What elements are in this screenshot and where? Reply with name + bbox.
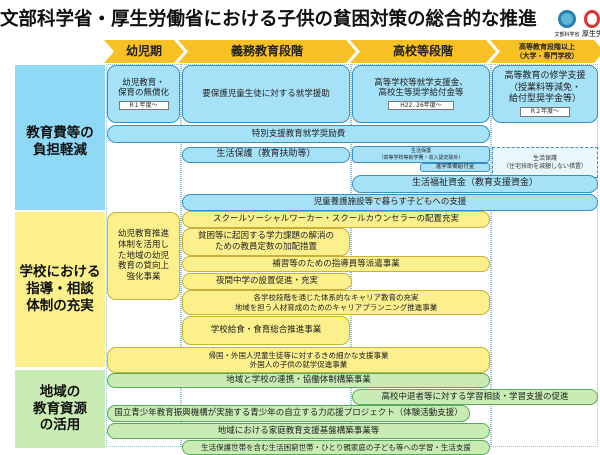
column-preschool	[106, 64, 181, 447]
mext-logo-icon	[558, 10, 576, 28]
category-community: 地域の 教育資源 の活用	[15, 370, 105, 448]
box-text: 高等教育の修学支援 （授業料等減免・ 給付型奨学金等）	[504, 71, 586, 104]
year-tag: R２年度～	[520, 107, 570, 117]
career-box: 各学校段階を通じた体系的なキャリア教育の充実 地域を担う人材育成のためのキャリア…	[182, 290, 490, 315]
teacher-allocation-box: 貧困等に起因する学力課題の解消の ための教員定数の加配措置	[182, 228, 350, 256]
welfare-loan-box: 生活福祉資金（教育支援資金）	[352, 175, 598, 193]
youth-project-box: 国立青少年教育振興機構が実施する青少年の自立する力応援プロジェクト（体験活動支援…	[107, 405, 470, 422]
welfare-hs-box: 生活保護 （高等学校等就学費・収入認定除外）	[352, 146, 490, 163]
community-coop-box: 地域と学校の連携・協働体制構築事業	[107, 373, 490, 388]
special-needs-box: 特別支援教育就学奨励費	[107, 125, 490, 143]
welfare-edu-box: 生活保護（教育扶助等）	[182, 147, 350, 163]
foster-care-box: 児童養護施設等で暮らす子どもへの支援	[182, 194, 598, 211]
mext-logo-text: 文部科学省	[554, 31, 580, 38]
poverty-learning-box: 生活保護世帯を含む生活困窮世帯・ひとり親家庭の子ども等への学習・生活支援	[182, 440, 490, 455]
family-edu-box: 地域における家庭教育支援基盤構築事業等	[107, 423, 490, 439]
stage-highschool: 高校等段階	[350, 40, 496, 63]
year-tag: H22, 26年度～	[388, 100, 454, 111]
column-higher	[491, 64, 598, 447]
school-lunch-box: 学校給食・食育総合推進事業	[182, 316, 350, 345]
category-burden: 教育費等の 負担軽減	[15, 65, 105, 210]
stage-higher: 高等教育段階以上 （大学・専門学校）	[490, 40, 600, 63]
dropout-support-box: 高校中退者等に対する学習相談・学習支援の促進	[352, 389, 598, 405]
page-title: 文部科学省・厚生労働省における子供の貧困対策の総合的な推進	[0, 9, 537, 31]
night-school-box: 夜間中学の設置促進・充実	[182, 273, 352, 290]
mhlw-logo-icon	[584, 10, 600, 28]
prep-grant-box: 進学準備給付金	[420, 163, 490, 172]
category-school: 学校における 指導・相談 体制の充実	[15, 212, 105, 367]
stage-preschool: 幼児期	[104, 40, 184, 63]
ssw-box: スクールソーシャルワーカー・スクールカウンセラーの配置充実	[182, 211, 490, 228]
preschool-quality-box: 幼児教育推進 体制を活用し た地域の幼児 教育の質向上 強化事業	[107, 212, 180, 300]
school-aid-box: 要保護児童生徒に対する就学援助	[182, 65, 350, 123]
box-text: 高等学校等就学支援金、 高校生等奨学給付金等	[374, 77, 468, 99]
higher-ed-box: 高等教育の修学支援 （授業料等減免・ 給付型奨学金等） R２年度～	[492, 65, 598, 123]
year-tag: R１年度～	[118, 100, 169, 111]
welfare-univ-box: 生活保護 （住宅扶助を減額しない措置）	[492, 147, 598, 178]
box-text: 幼児教育・ 保育の無償化	[117, 77, 169, 99]
mhlw-logo-text: 厚生労	[582, 30, 600, 39]
tutors-box: 補習等のための指導員等派遣事業	[182, 256, 490, 272]
stage-compulsory: 義務教育段階	[178, 40, 356, 63]
foreign-students-box: 帰国・外国人児童生徒等に対するきめ細かな支援事業 外国人の子供の就学促進事業	[107, 347, 490, 373]
